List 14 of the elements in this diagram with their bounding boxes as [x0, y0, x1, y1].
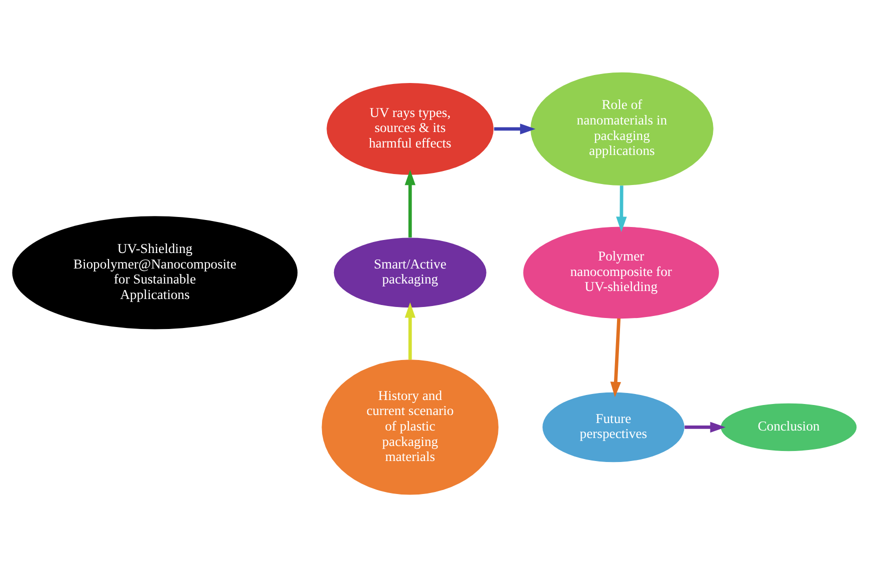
arrow: [684, 422, 726, 433]
node-ellipse: History and current scenario of plastic packaging materials: [322, 360, 498, 495]
node-ellipse: Role of nanomaterials in packaging applications: [530, 72, 714, 186]
node-ellipse: Polymer nanocomposite for UV-shielding: [523, 226, 719, 319]
arrow: [404, 302, 416, 360]
arrow: [610, 318, 622, 398]
arrow: [616, 186, 627, 232]
node-ellipse: Smart/Active packaging: [334, 238, 486, 308]
node-ellipse: Future perspectives: [542, 392, 684, 462]
node-ellipse: UV rays types, sources & its harmful effects: [326, 83, 494, 175]
arrow: [494, 124, 536, 134]
arrow: [404, 170, 416, 238]
node-ellipse: Conclusion: [720, 403, 857, 452]
node-ellipse: UV-Shielding Biopolymer@Nanocomposite for Sustainable Applications: [12, 216, 298, 330]
